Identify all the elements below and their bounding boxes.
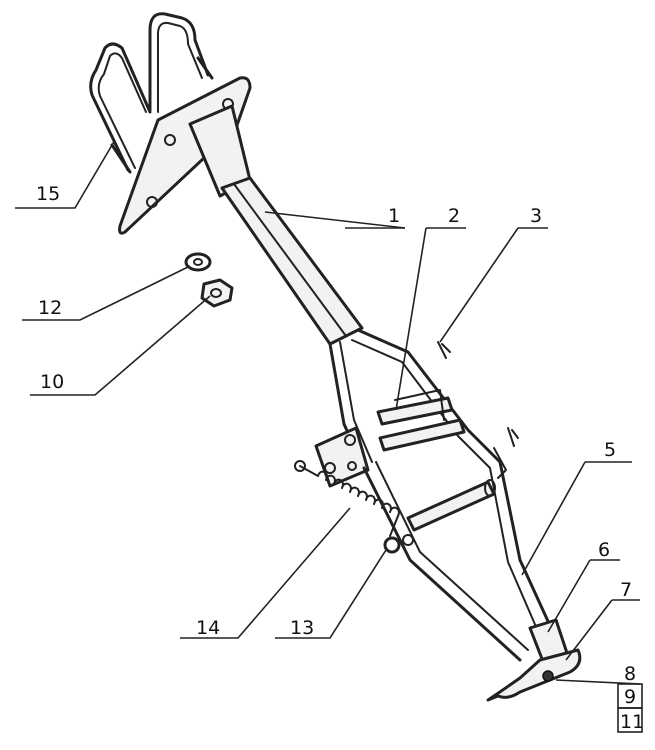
callout-12: 12 [38,297,62,319]
callout-10: 10 [40,371,64,393]
bolt-8 [542,670,554,682]
nut [200,278,234,308]
frame-lower-left [362,466,522,662]
u-bolt-rear [148,12,214,113]
blade [486,648,582,702]
cross-bar-middle [378,418,466,452]
u-bolt-front [89,42,152,174]
plate-hole-1 [164,134,176,146]
callout-3: 3 [530,205,542,227]
callout-5: 5 [604,439,616,461]
washer [184,252,212,272]
pivot-pin [383,536,401,554]
callout-8: 8 [624,663,636,685]
cotter-pin-lower [507,427,519,447]
callout-7: 7 [620,579,632,601]
callout-6: 6 [598,539,610,561]
callout-1: 1 [388,205,400,227]
callout-13: 13 [290,617,314,639]
leader-lines [15,139,643,733]
plate-hole-3 [146,196,158,208]
main-beam [220,176,364,346]
cross-bar-lower [406,480,496,532]
callout-2: 2 [448,205,460,227]
callout-9: 9 [624,686,636,708]
callout-11: 11 [620,711,644,733]
frame-upper-right [356,328,502,464]
cross-bar-upper [376,396,454,426]
upright-blade-holder [498,460,554,632]
cotter-pin-upper [437,341,451,359]
callout-15: 15 [36,183,60,205]
callout-14: 14 [196,617,220,639]
